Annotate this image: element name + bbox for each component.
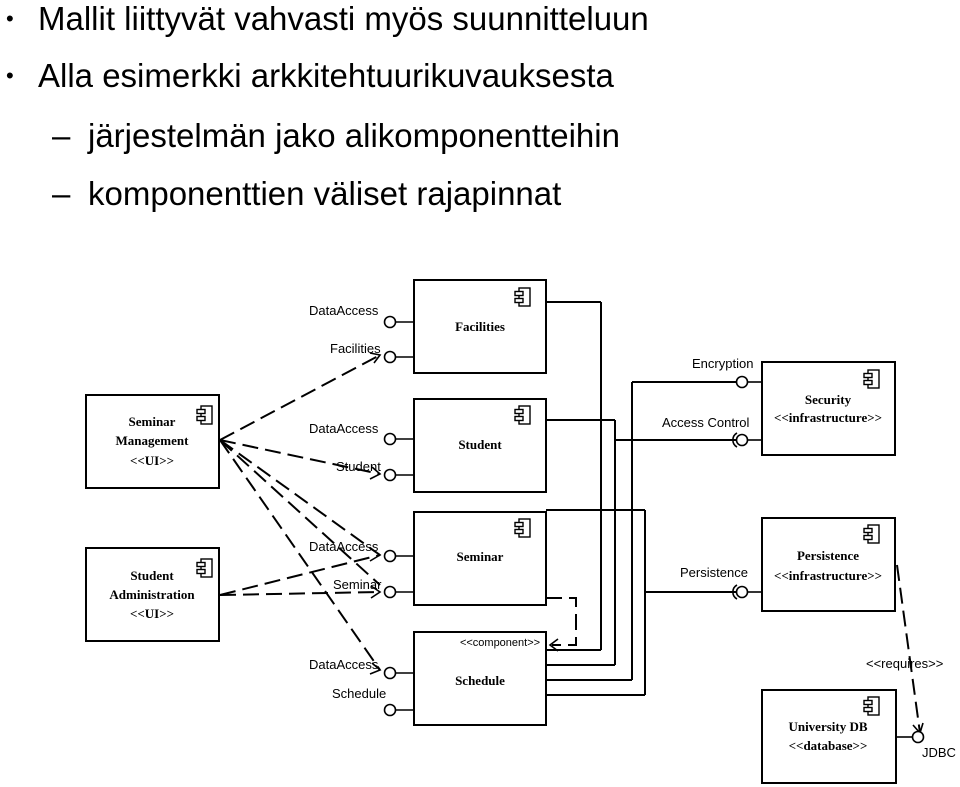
student-administration-component: Student Administration <<UI>> <box>85 547 220 642</box>
interface-label-persistence: Persistence <box>680 565 748 580</box>
bullet-item: • Alla esimerkki arkkitehtuurikuvauksest… <box>6 57 614 94</box>
sub-bullet-item: – komponenttien väliset rajapinnat <box>52 175 562 212</box>
interface-label-encryption: Encryption <box>692 356 753 371</box>
component-name-line2: Management <box>116 433 190 448</box>
seminar-management-component: Seminar Management <<UI>> <box>85 394 220 489</box>
facilities-component: Facilities <box>413 279 547 374</box>
bullet-text: Alla esimerkki arkkitehtuurikuvauksesta <box>38 57 614 94</box>
schedule-component: <<component>> Schedule <box>413 631 547 726</box>
dash-marker: – <box>52 117 71 154</box>
component-name-line2: Administration <box>109 587 195 602</box>
component-name: Seminar <box>457 549 504 564</box>
interface-label-seminar: Seminar <box>333 577 382 592</box>
component-stereotype: <<UI>> <box>130 606 174 621</box>
requires-label: <<requires>> <box>866 656 943 671</box>
interface-label-access-control: Access Control <box>662 415 750 430</box>
interface-label-dataaccess: DataAccess <box>309 539 379 554</box>
interface-label-schedule: Schedule <box>332 686 386 701</box>
component-stereotype: <<UI>> <box>130 453 174 468</box>
component-name-line1: Seminar <box>129 414 176 429</box>
bullet-text: järjestelmän jako alikomponentteihin <box>88 117 620 154</box>
component-stereotype: <<infrastructure>> <box>774 568 882 583</box>
bullet-item: • Mallit liittyvät vahvasti myös suunnit… <box>6 0 649 37</box>
interface-label-dataaccess: DataAccess <box>309 303 379 318</box>
interface-label-dataaccess: DataAccess <box>309 421 379 436</box>
interface-labels: DataAccess Facilities DataAccess Student… <box>309 303 956 760</box>
bullet-marker: • <box>6 63 14 88</box>
component-stereotype: <<infrastructure>> <box>774 410 882 425</box>
component-name: Facilities <box>455 319 505 334</box>
bullet-text: komponenttien väliset rajapinnat <box>88 175 562 212</box>
component-name: Persistence <box>797 548 859 563</box>
dash-marker: – <box>52 175 71 212</box>
arrowheads <box>369 352 924 735</box>
seminar-component: Seminar <box>413 511 547 606</box>
component-name: Schedule <box>455 673 505 688</box>
security-component: Security <<infrastructure>> <box>761 361 896 456</box>
dashed-dependencies <box>219 354 921 734</box>
component-name: Student <box>458 437 502 452</box>
component-name: University DB <box>788 719 867 734</box>
component-name: Security <box>805 392 852 407</box>
component-name-line1: Student <box>130 568 174 583</box>
university-db-component: University DB <<database>> <box>761 689 897 784</box>
interface-lollipops <box>383 315 925 744</box>
persistence-component: Persistence <<infrastructure>> <box>761 517 896 612</box>
interface-label-jdbc: JDBC <box>922 745 956 760</box>
interface-label-dataaccess: DataAccess <box>309 657 379 672</box>
bullet-marker: • <box>6 6 14 31</box>
student-component: Student <box>413 398 547 493</box>
solid-connectors <box>546 301 740 696</box>
component-stereotype: <<component>> <box>460 637 540 649</box>
interface-label-student: Student <box>336 459 381 474</box>
bullet-text: Mallit liittyvät vahvasti myös suunnitte… <box>38 0 649 37</box>
sub-bullet-item: – järjestelmän jako alikomponentteihin <box>52 117 620 154</box>
interface-label-facilities: Facilities <box>330 341 381 356</box>
component-stereotype: <<database>> <box>789 738 868 753</box>
